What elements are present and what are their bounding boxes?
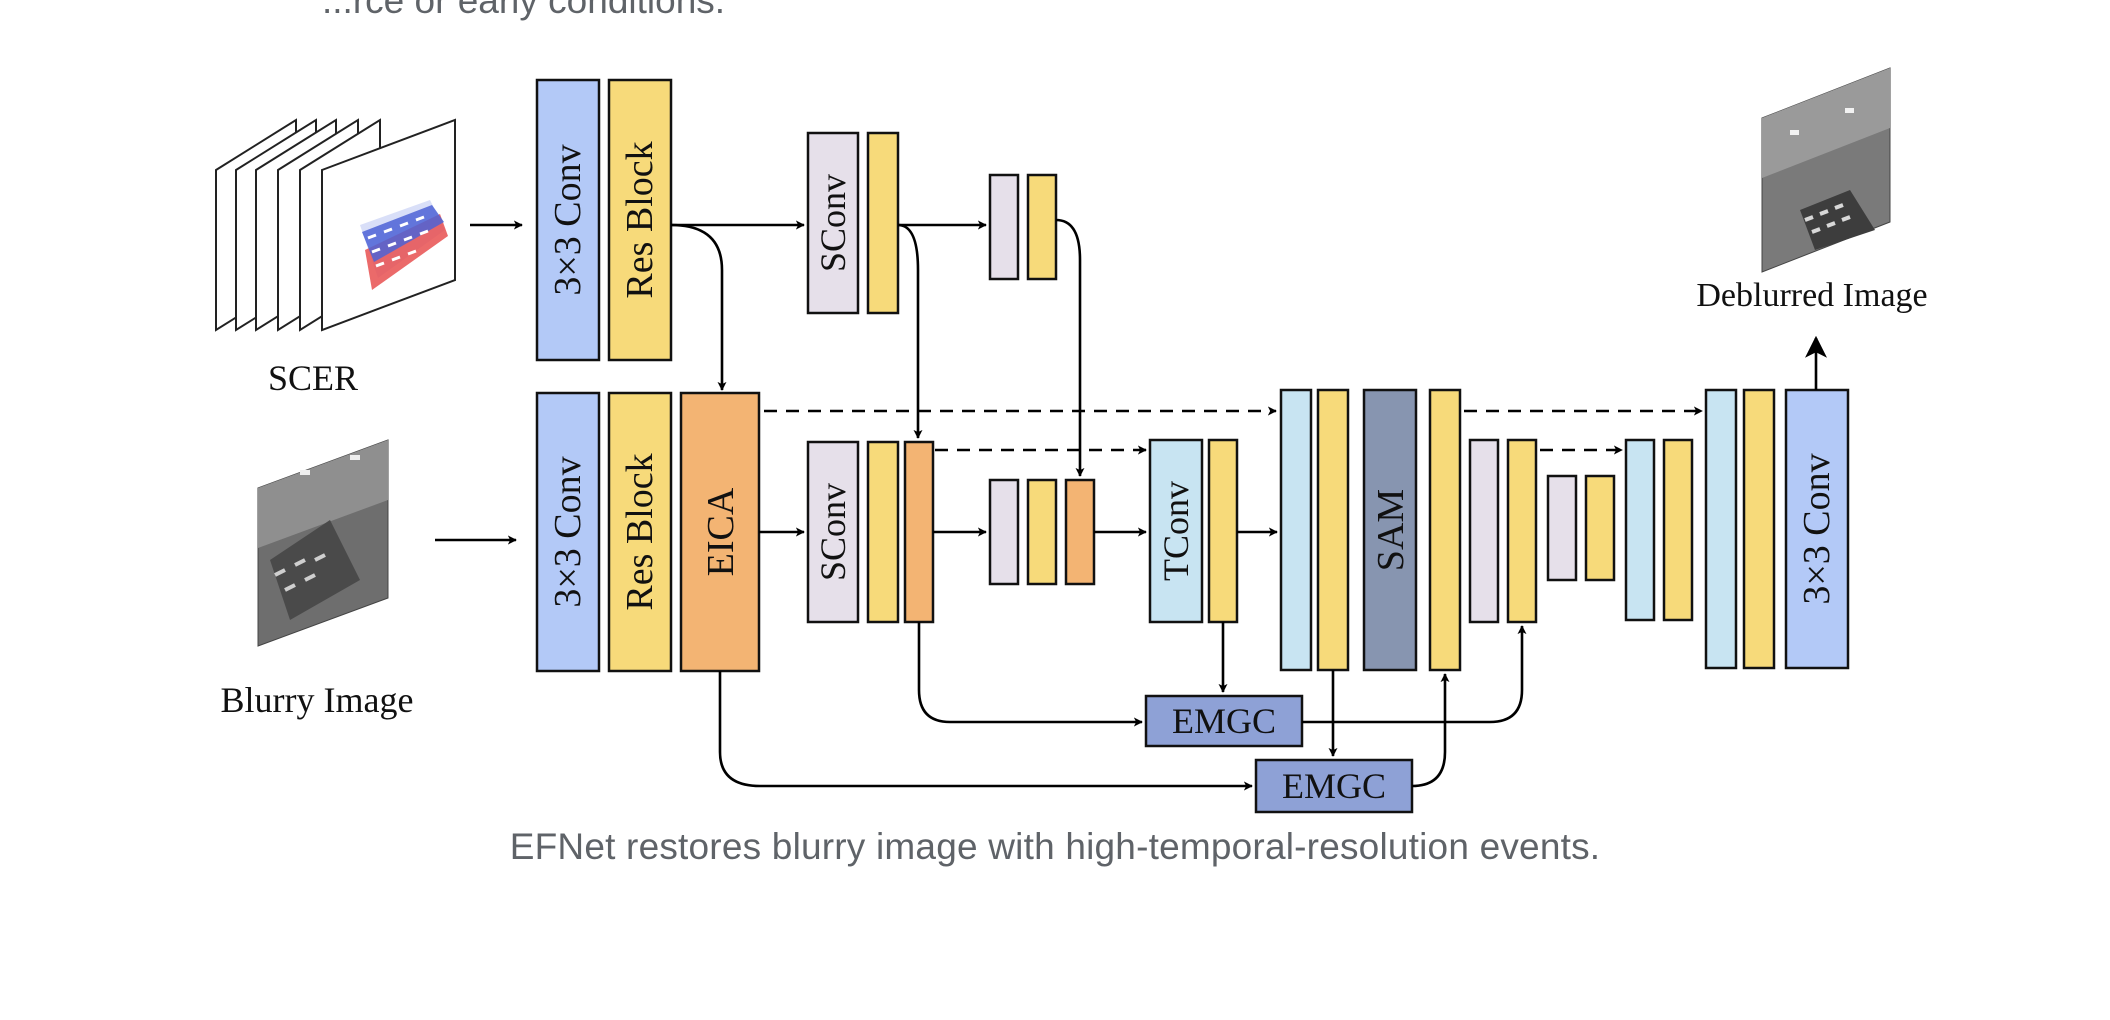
conv3x3-top-block bbox=[535, 78, 601, 362]
resblock-bottom-block bbox=[607, 391, 673, 673]
decoder-lightblue-3 bbox=[1704, 388, 1738, 670]
decoder-yellow-5 bbox=[1662, 438, 1694, 622]
emgc-1-label: EMGC bbox=[1172, 701, 1276, 741]
decoder-lightblue-1 bbox=[1279, 388, 1313, 672]
decoder-yellow-4 bbox=[1584, 474, 1616, 582]
sconv-bottom-block bbox=[806, 440, 860, 624]
eica-label: EICA bbox=[700, 487, 742, 576]
conv3x3-bottom-block bbox=[535, 391, 601, 673]
emgc-2-label: EMGC bbox=[1282, 766, 1386, 806]
blurry-image-thumbnail bbox=[257, 439, 389, 647]
emgc-block-2 bbox=[1254, 758, 1414, 814]
eica-fused-orange-1 bbox=[903, 440, 935, 624]
blurry-image-label: Blurry Image bbox=[221, 680, 414, 720]
decoder-lilac-2 bbox=[1546, 474, 1578, 582]
emgc-block-1 bbox=[1144, 694, 1304, 748]
decoder-lightblue-2 bbox=[1624, 438, 1656, 622]
scer-label: SCER bbox=[268, 358, 358, 398]
figure-caption: EFNet restores blurry image with high-te… bbox=[509, 826, 1601, 867]
deblurred-image-label: Deblurred Image bbox=[1696, 277, 1927, 314]
deblurred-image-thumbnail bbox=[1761, 67, 1891, 273]
resblock-top-label: Res Block bbox=[619, 141, 661, 298]
cut-off-header-text: ...rce or early conditions. bbox=[322, 0, 726, 21]
decoder-yellow-1 bbox=[1316, 388, 1350, 672]
scer-event-stack bbox=[215, 118, 456, 332]
conv3x3-top-label: 3×3 Conv bbox=[547, 144, 589, 295]
conv3x3-bottom-label: 3×3 Conv bbox=[547, 456, 589, 607]
tconv-label: TConv bbox=[1156, 481, 1196, 581]
decoder-yellow-6 bbox=[1742, 388, 1776, 670]
tconv-block bbox=[1148, 438, 1204, 624]
connection-arrows bbox=[435, 218, 1827, 791]
sconv-top-label: SConv bbox=[813, 174, 853, 272]
sam-block bbox=[1362, 388, 1418, 672]
sconv-bottom-label: SConv bbox=[813, 483, 853, 581]
feature-yellow-top-2 bbox=[1026, 173, 1058, 281]
sam-label: SAM bbox=[1370, 489, 1412, 571]
feature-yellow-bottom-2 bbox=[1026, 478, 1058, 586]
feature-yellow-tconv bbox=[1207, 438, 1239, 624]
skip-connections bbox=[764, 406, 1703, 455]
efnet-architecture-diagram: SCER Blurry Image Deblurred Image 3×3 Co… bbox=[215, 67, 1928, 814]
conv3x3-out-block bbox=[1784, 388, 1850, 670]
feature-yellow-bottom-1 bbox=[866, 440, 900, 624]
event-pattern-icon bbox=[360, 200, 448, 290]
resblock-bottom-label: Res Block bbox=[619, 453, 661, 610]
decoder-lilac-1 bbox=[1468, 438, 1500, 624]
resblock-top-block bbox=[607, 78, 673, 362]
feature-lilac-top-2 bbox=[988, 173, 1020, 281]
sconv-top-block bbox=[806, 131, 860, 315]
eica-fused-orange-2 bbox=[1064, 478, 1096, 586]
decoder-yellow-3 bbox=[1506, 438, 1538, 624]
feature-lilac-bottom-2 bbox=[988, 478, 1020, 586]
feature-yellow-top-1 bbox=[866, 131, 900, 315]
conv3x3-out-label: 3×3 Conv bbox=[1796, 453, 1838, 604]
decoder-yellow-2 bbox=[1428, 388, 1462, 672]
